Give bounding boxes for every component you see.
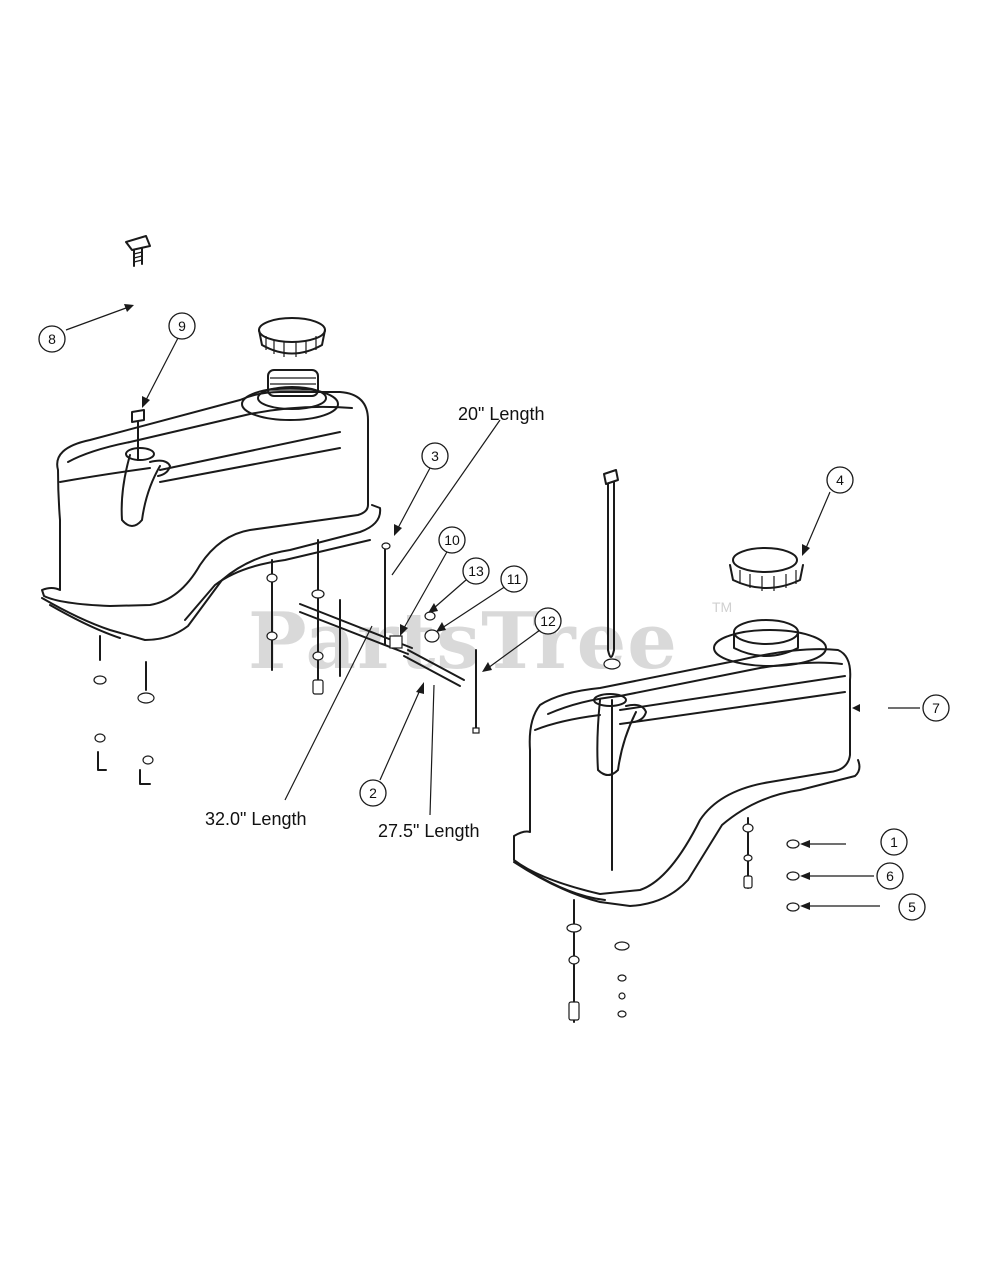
callout-7: 7 [922, 694, 950, 722]
fuel-lines [299, 542, 480, 734]
hose-length-27: 27.5" Length [378, 821, 479, 841]
watermark-trademark: TM [712, 599, 732, 615]
callout-4-label: 4 [836, 472, 844, 488]
callout-12-label: 12 [540, 613, 556, 629]
callout-2-label: 2 [369, 785, 377, 801]
screw-item-8 [125, 235, 151, 267]
callout-11-label: 11 [507, 571, 522, 587]
left-hardware [93, 539, 325, 785]
callout-10-label: 10 [444, 532, 460, 548]
callout-10: 10 [438, 526, 466, 554]
callout-9-label: 9 [178, 318, 186, 334]
callout-11: 11 [500, 565, 528, 593]
callout-8-label: 8 [48, 331, 56, 347]
callout-6: 6 [876, 862, 904, 890]
callout-5-label: 5 [908, 899, 916, 915]
hose-length-32: 32.0" Length [205, 809, 306, 829]
left-fuel-tank [41, 317, 382, 641]
callout-13: 13 [462, 557, 490, 585]
leader-lines [65, 304, 920, 910]
callout-3: 3 [421, 442, 449, 470]
callout-13-label: 13 [468, 563, 484, 579]
right-hardware [566, 817, 800, 1023]
callout-9: 9 [168, 312, 196, 340]
callout-12: 12 [534, 607, 562, 635]
callout-6-label: 6 [886, 868, 894, 884]
gas-cap-item-4 [729, 547, 804, 591]
right-standpipe [603, 469, 621, 670]
callout-8: 8 [38, 325, 66, 353]
watermark: PartsTree TM [248, 596, 732, 687]
callout-5: 5 [898, 893, 926, 921]
callout-2: 2 [359, 779, 387, 807]
callout-7-label: 7 [932, 700, 940, 716]
callout-1-label: 1 [890, 834, 898, 850]
hose-length-20: 20" Length [458, 404, 544, 424]
callout-1: 1 [880, 828, 908, 856]
fitting-item-9 [131, 409, 145, 461]
callout-3-label: 3 [431, 448, 439, 464]
callout-4: 4 [826, 466, 854, 494]
right-fuel-tank [513, 619, 861, 907]
